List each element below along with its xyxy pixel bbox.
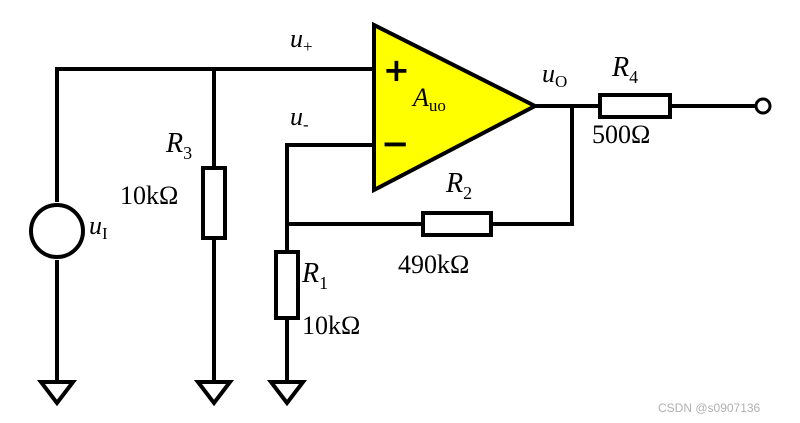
op-amp [372, 21, 540, 194]
ground-r3-symbol [193, 380, 235, 407]
r3-label: R3 [165, 128, 192, 163]
u-minus-wire [285, 143, 376, 226]
r1-label: R1 [301, 258, 328, 293]
resistor-r4 [598, 93, 672, 119]
plus-sign: + [383, 51, 410, 89]
ground-r1-symbol [266, 380, 308, 407]
r4-label: R4 [611, 52, 638, 87]
minus-sign: − [381, 124, 410, 164]
resistor-r3 [201, 166, 227, 240]
u-in-label: uI [89, 211, 108, 243]
u-plus-label: u+ [290, 24, 313, 56]
r3-value: 10kΩ [120, 181, 178, 210]
r4-value: 500Ω [592, 120, 650, 149]
gain-label: Auo [411, 83, 446, 115]
watermark: CSDN @s0907136 [658, 401, 761, 415]
feedback-right-wire [489, 104, 574, 226]
resistor-r1 [274, 250, 300, 320]
r1-value: 10kΩ [302, 311, 360, 340]
output-terminal [754, 97, 772, 115]
r2-value: 490kΩ [398, 250, 469, 279]
r2-label: R2 [445, 168, 472, 203]
voltage-source [29, 203, 85, 259]
resistor-r2 [421, 211, 493, 237]
u-minus-label: u- [290, 102, 309, 134]
u-out-label: uO [542, 59, 567, 91]
ground-source-symbol [36, 380, 78, 407]
